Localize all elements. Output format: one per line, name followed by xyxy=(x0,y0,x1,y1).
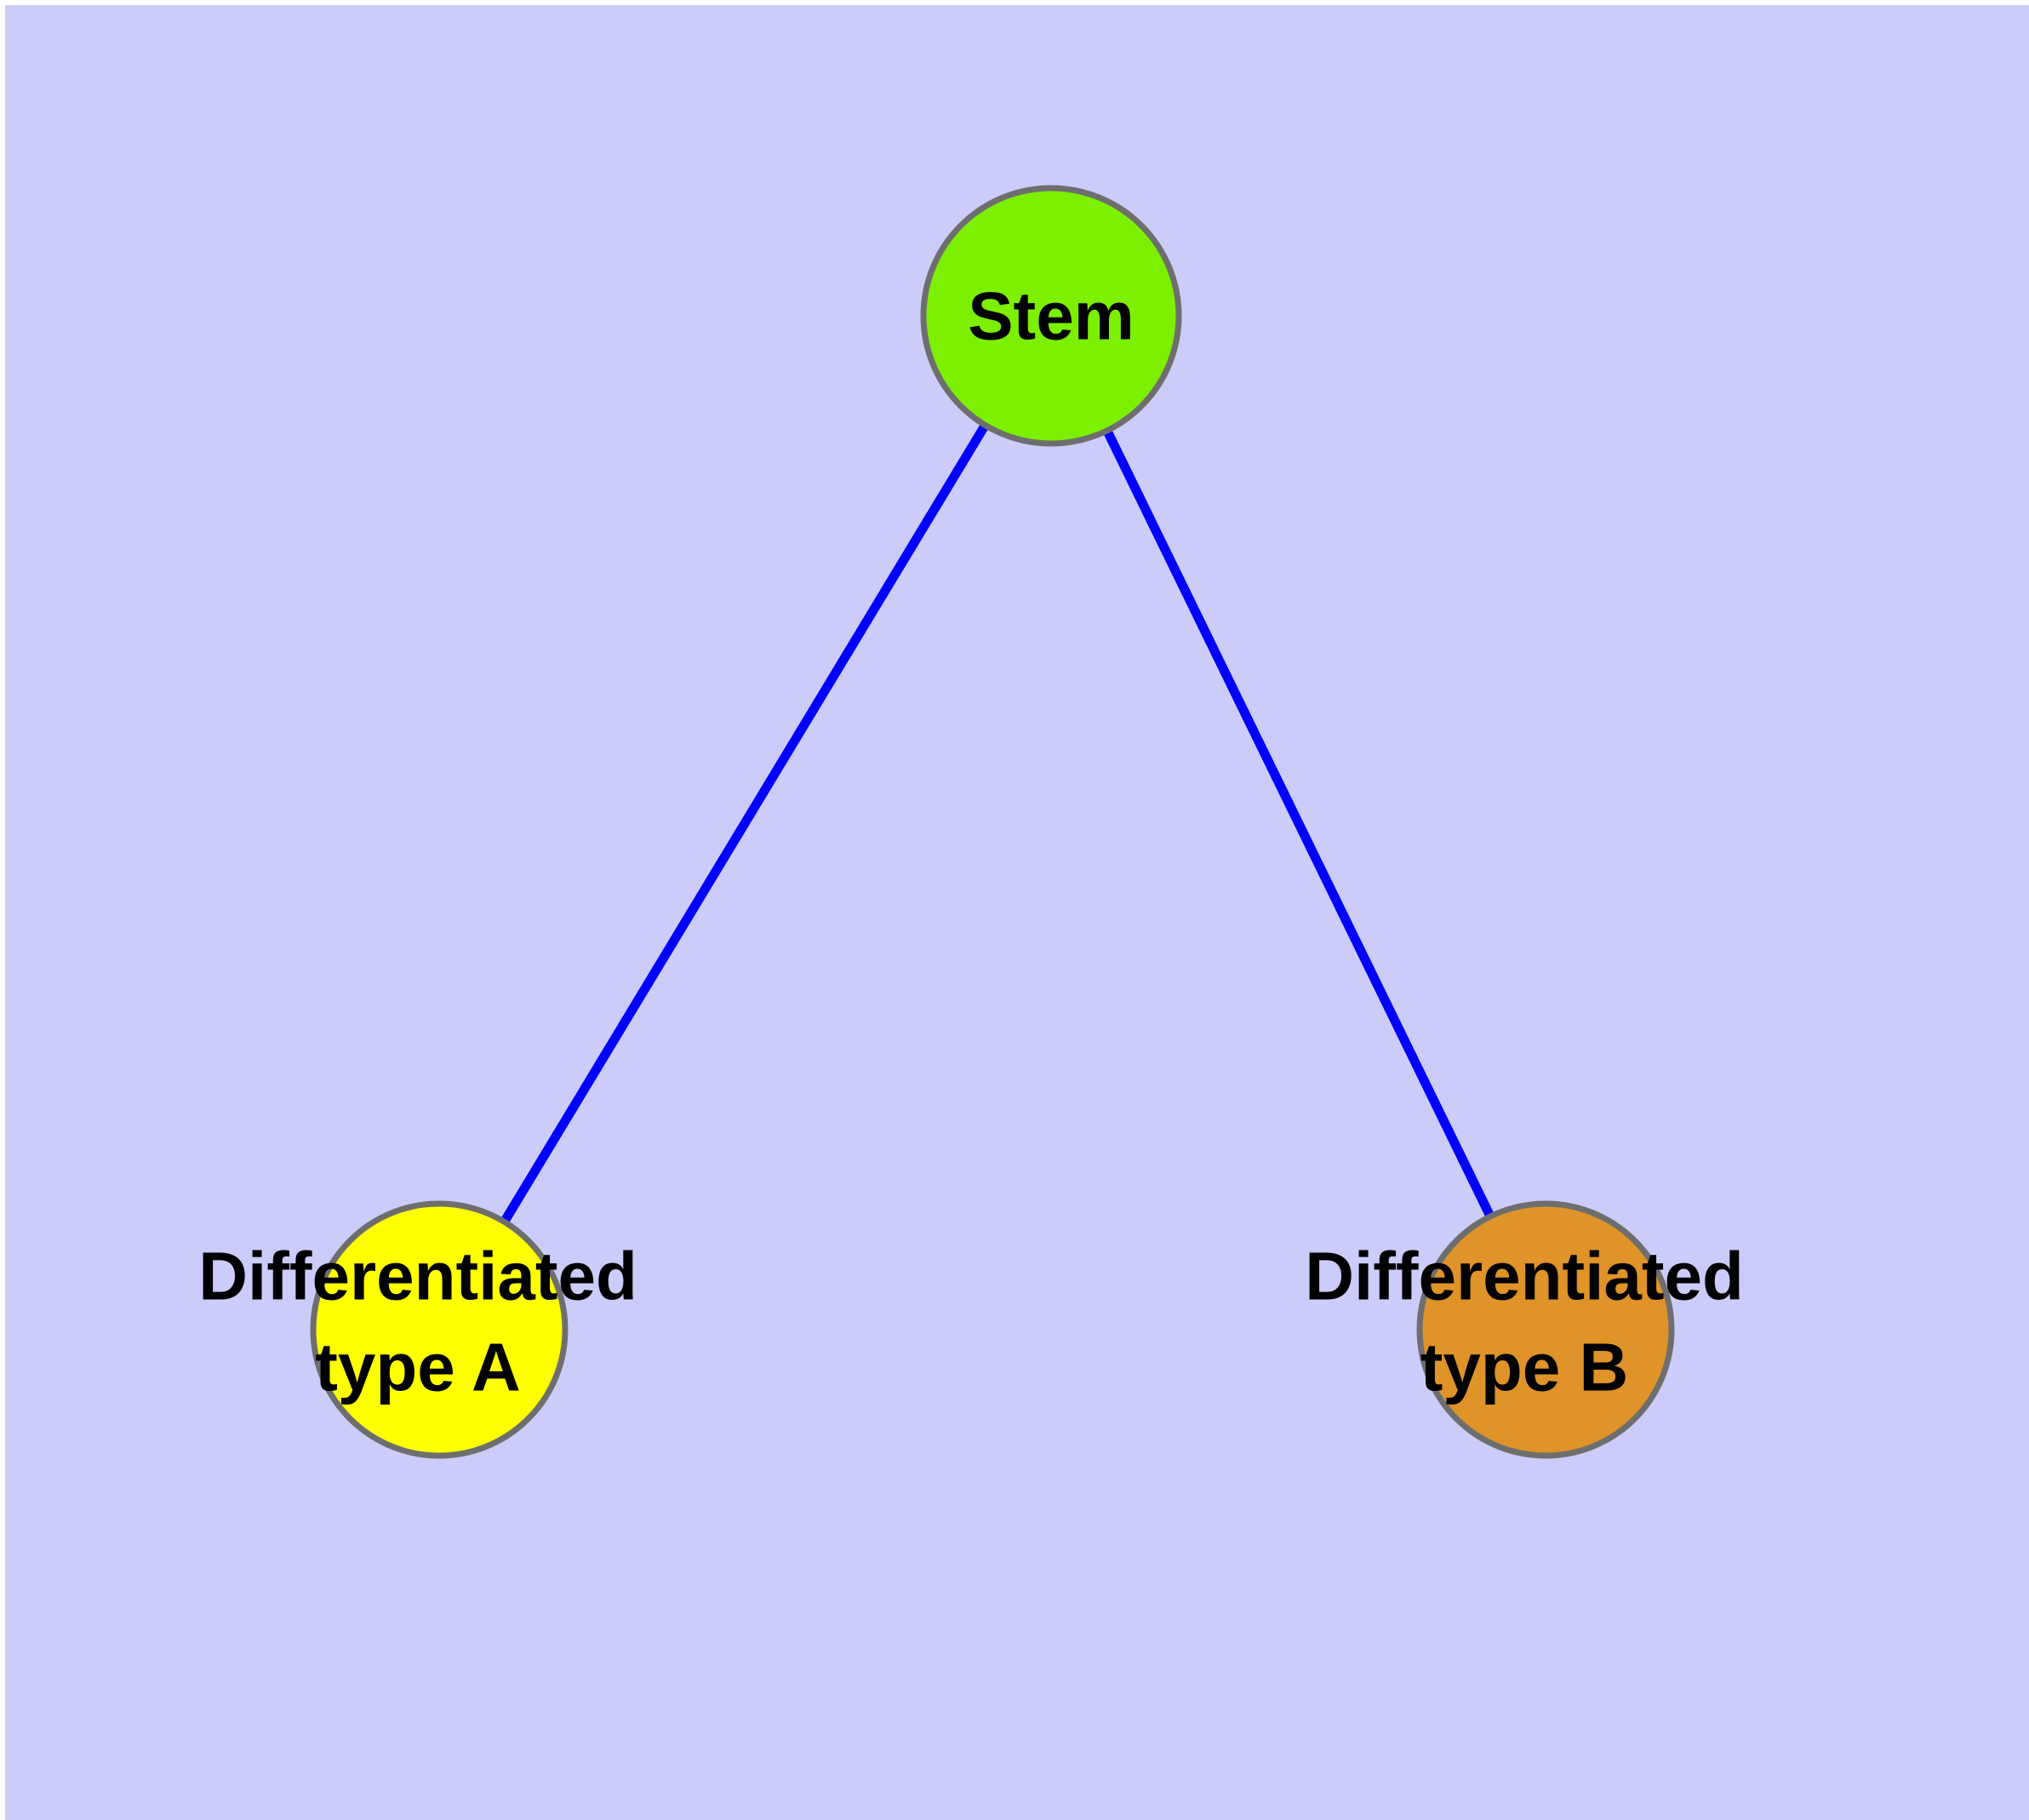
differentiated-type-b-label-line1: Differentiated xyxy=(1305,1239,1744,1314)
node-labels-group: Stem Differentiated type A Differentiate… xyxy=(198,278,1744,1405)
differentiated-type-a-node-circle[interactable] xyxy=(310,1200,569,1459)
stem-node-circle[interactable] xyxy=(920,185,1182,447)
nodes-group xyxy=(310,185,1675,1459)
stem-node-label: Stem xyxy=(968,278,1135,354)
differentiated-type-b-node-circle[interactable] xyxy=(1416,1200,1675,1459)
node-differentiated-type-b[interactable] xyxy=(1416,1200,1675,1459)
edge-stem-to-differentiated-type-a[interactable] xyxy=(435,313,1055,1332)
edges-group xyxy=(435,313,1550,1332)
edge-stem-to-differentiated-type-b[interactable] xyxy=(1047,313,1550,1332)
node-differentiated-type-a[interactable] xyxy=(310,1200,569,1459)
differentiated-type-a-label-line2: type A xyxy=(315,1330,521,1405)
differentiated-type-a-label-line1: Differentiated xyxy=(198,1239,637,1314)
differentiated-type-b-label-line2: type B xyxy=(1420,1330,1629,1405)
node-stem[interactable] xyxy=(920,185,1182,447)
